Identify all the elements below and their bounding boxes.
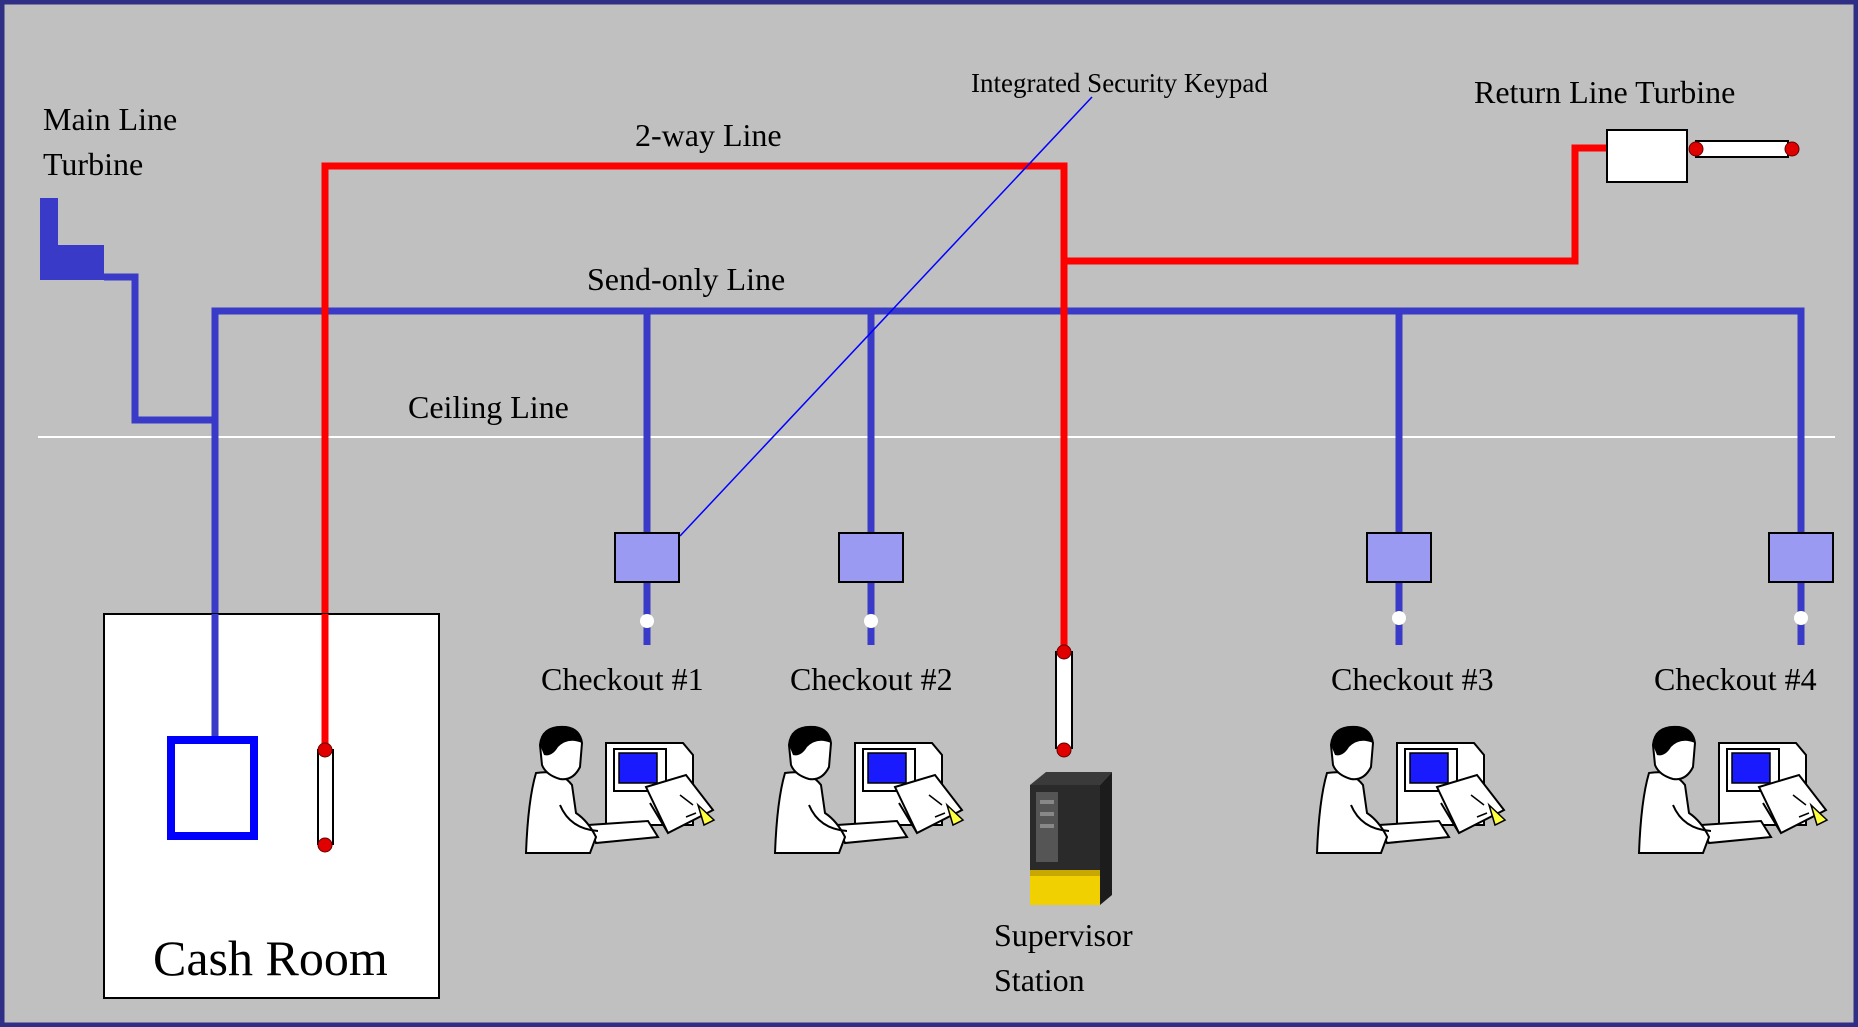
integrated-security-keypad-label: Integrated Security Keypad bbox=[971, 68, 1268, 98]
send-line-end-dots bbox=[640, 611, 1808, 628]
keypad-checkout-1 bbox=[614, 532, 680, 583]
keypad-checkout-2 bbox=[838, 532, 904, 583]
return-line-tube-carrier bbox=[1695, 140, 1789, 158]
supervisor-tube-carrier bbox=[1055, 651, 1073, 749]
cash-room-tube-carrier bbox=[317, 749, 334, 845]
cash-room-label: Cash Room bbox=[153, 930, 388, 986]
cash-room-carrier-end-bottom bbox=[317, 837, 333, 853]
checkout-4-label: Checkout #4 bbox=[1654, 661, 1817, 697]
checkout-3-label: Checkout #3 bbox=[1331, 661, 1494, 697]
keypad-pointer-line bbox=[679, 96, 1093, 537]
main-line-turbine-label-2: Turbine bbox=[43, 146, 143, 182]
supervisor-station-label-1: Supervisor bbox=[994, 917, 1133, 953]
ceiling-line-label: Ceiling Line bbox=[408, 389, 569, 425]
two-way-line-label: 2-way Line bbox=[635, 117, 782, 153]
cash-room-carrier-end-top bbox=[317, 742, 333, 758]
keypads bbox=[614, 532, 1834, 583]
keypad-checkout-3 bbox=[1366, 532, 1432, 583]
supervisor-server-icon bbox=[1030, 772, 1112, 905]
return-line-turbine-label: Return Line Turbine bbox=[1474, 74, 1735, 110]
checkout-2-label: Checkout #2 bbox=[790, 661, 953, 697]
send-only-line-label: Send-only Line bbox=[587, 261, 785, 297]
return-line-turbine-box bbox=[1606, 129, 1688, 183]
supervisor-carrier-end-bottom bbox=[1056, 742, 1072, 758]
supervisor-carrier-end-top bbox=[1056, 644, 1072, 660]
return-line-carrier-end-right bbox=[1784, 141, 1800, 157]
main-line-turbine-label-1: Main Line bbox=[43, 101, 177, 137]
cash-room-send-station bbox=[167, 736, 258, 840]
supervisor-station-label-2: Station bbox=[994, 962, 1085, 998]
checkout-1-label: Checkout #1 bbox=[541, 661, 704, 697]
return-line-carrier-end-left bbox=[1688, 141, 1704, 157]
two-way-line bbox=[321, 144, 1609, 748]
main-line-turbine-icon bbox=[40, 198, 104, 280]
keypad-checkout-4 bbox=[1768, 532, 1834, 583]
cash-room-box bbox=[103, 613, 440, 999]
send-only-line bbox=[104, 273, 1805, 736]
